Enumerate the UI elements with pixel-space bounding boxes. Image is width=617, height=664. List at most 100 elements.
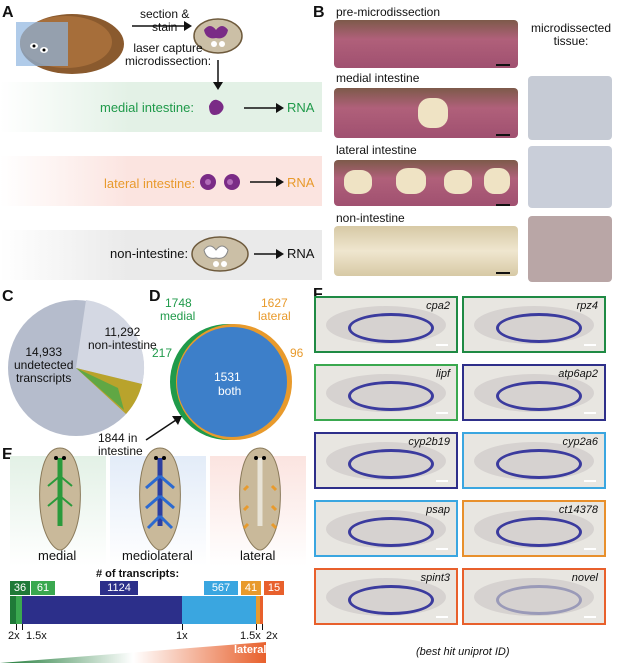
both-count: 1531 [214, 370, 241, 384]
bar-count-label: 15 [264, 581, 284, 595]
worm-medial-icon [39, 447, 81, 551]
in-situ-frame: lipf [314, 364, 458, 421]
tick-label: 1.5x [240, 630, 261, 642]
tick-label: 1x [176, 630, 188, 642]
non-intestine-band [0, 230, 322, 280]
section-disc [193, 18, 243, 54]
in-situ-frame: novel [462, 568, 606, 625]
dissected-non-intestine-photo [528, 216, 612, 282]
worm-label-lateral: lateral [240, 548, 276, 563]
gene-label: rpz4 [576, 300, 598, 312]
non-intestine-rna: RNA [287, 246, 315, 261]
non-intestine-arrow [254, 249, 284, 259]
in-situ-frame: psap [314, 500, 458, 557]
lateral-band [0, 156, 322, 206]
tick-label: 2x [266, 630, 278, 642]
scale-bar [584, 616, 596, 618]
dissected-lateral-photo [528, 146, 612, 208]
bar-count-label: 567 [204, 581, 238, 595]
intestine-arrow [145, 416, 182, 441]
medial-count: 1748 [165, 296, 192, 310]
scale-bar [584, 480, 596, 482]
scale-bar [496, 204, 510, 206]
gradient-wedge [0, 642, 266, 663]
gene-label: cyp2a6 [562, 436, 598, 448]
strip-lateral [334, 160, 518, 206]
in-situ-frame: atp6ap2 [462, 364, 606, 421]
medial-arrow [244, 103, 284, 113]
bar-segment-mediolateral-2 [182, 596, 256, 624]
strip-label-non-intestine: non-intestine [336, 211, 405, 225]
in-situ-frame: rpz4 [462, 296, 606, 353]
medial-tissue-icon [209, 99, 224, 115]
bar-segment-lateral-2x [260, 596, 263, 624]
footnote: (best hit uniprot ID) [416, 646, 510, 658]
in-situ-frame: spint3 [314, 568, 458, 625]
in-situ-frame: cpa2 [314, 296, 458, 353]
arrow-to-section [132, 21, 192, 31]
lateral-intestine-label: lateral intestine: [104, 176, 196, 191]
gene-label: cyp2b19 [408, 436, 450, 448]
dissected-medial-photo [528, 76, 612, 140]
pie-label-undetected: 14,933 undetected transcripts [14, 345, 74, 385]
bar-segment-medial-2x [10, 596, 16, 624]
lateral-tissue-icon [200, 174, 240, 190]
medial-band [0, 82, 322, 132]
step-section-stain: section & stain [140, 7, 190, 34]
scale-bar [436, 616, 448, 618]
medial-rna: RNA [287, 100, 315, 115]
venn-diagram [170, 324, 292, 440]
bar-count-label: 61 [31, 581, 55, 595]
worm-label-medial: medial [38, 548, 77, 563]
lateral-rna: RNA [287, 175, 315, 190]
non-intestine-label: non-intestine: [110, 246, 189, 261]
lateral-count: 1627 [261, 296, 288, 310]
pie-label-non-intestine: 11,292 non-intestine [88, 325, 157, 352]
tick-label: 1.5x [26, 630, 47, 642]
lateral-only-count: 96 [290, 346, 304, 360]
panel-c-label: C [2, 288, 14, 305]
bar-segment-medial-1.5x [16, 596, 22, 624]
tick-label: 2x [8, 630, 20, 642]
microdissected-header: microdissected tissue: [531, 21, 612, 48]
panel-b-label: B [313, 4, 325, 21]
gene-label: lipf [435, 368, 450, 380]
worm-mediolateral-icon [139, 447, 181, 551]
scale-bar [496, 134, 510, 136]
transcripts-title: # of transcripts: [96, 568, 180, 580]
lateral-label: lateral [258, 309, 291, 323]
scale-bar [436, 344, 448, 346]
scale-bar [584, 344, 596, 346]
strip-label-medial: medial intestine [336, 71, 420, 85]
scale-bar [496, 64, 510, 66]
bar-count-label: 41 [241, 581, 261, 595]
worm-section-illustration [16, 14, 124, 74]
non-intestine-tissue-icon [191, 236, 249, 272]
strip-non-intestine [334, 226, 518, 276]
worm-lateral-icon [239, 447, 281, 551]
bar-count-label: 36 [10, 581, 30, 595]
scale-bar [496, 272, 510, 274]
down-arrow [213, 60, 223, 90]
in-situ-frame: ct14378 [462, 500, 606, 557]
gene-label: ct14378 [558, 504, 598, 516]
gradient-label-lateral: lateral [234, 644, 267, 656]
gradient-label-medial: medial [8, 649, 43, 661]
pie-chart [8, 300, 145, 436]
scale-bar [436, 412, 448, 414]
medial-only-count: 217 [152, 346, 173, 360]
step-laser-capture: laser capture microdissection: [125, 41, 212, 68]
medial-label: medial [160, 309, 196, 323]
scale-bar [436, 548, 448, 550]
lateral-arrow [250, 177, 284, 187]
scale-bar [436, 480, 448, 482]
bar-segment-mediolateral-1 [22, 596, 182, 624]
worm-label-mediolateral: mediolateral [122, 548, 193, 563]
gene-label: novel [571, 572, 598, 584]
panel-a-label: A [2, 4, 14, 21]
bar-count-label: 1124 [100, 581, 138, 595]
scale-bar [584, 412, 596, 414]
gene-label: atp6ap2 [558, 368, 598, 380]
strip-label-lateral: lateral intestine [336, 143, 417, 157]
panel-e-label: E [2, 446, 13, 463]
